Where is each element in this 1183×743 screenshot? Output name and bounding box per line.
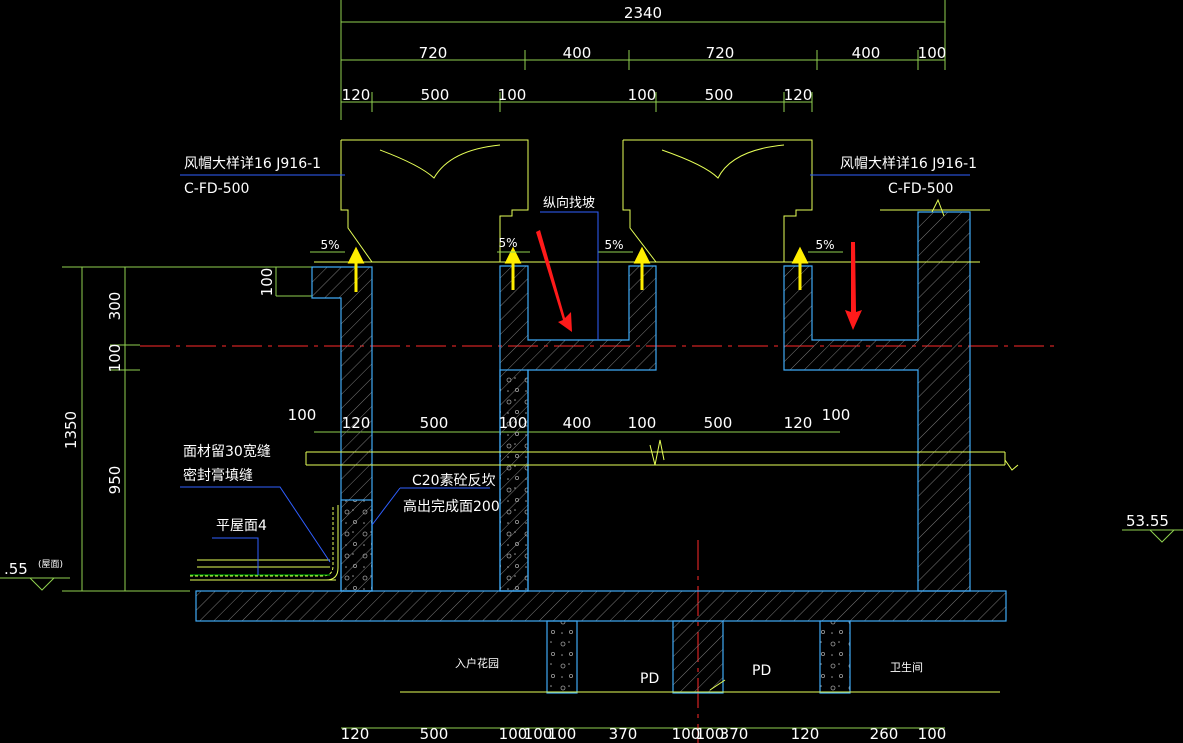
slope-3: 5% — [604, 238, 623, 252]
dim-top2-d: 100 — [628, 86, 657, 104]
hood-left-line1: 风帽大样详16 J916-1 — [184, 156, 321, 172]
gap-note-line1: 面材留30宽缝 — [183, 443, 271, 460]
roof-note: 平屋面4 — [216, 518, 267, 534]
annotation-text: 风帽大样详16 J916-1 C-FD-500 风帽大样详16 J916-1 C… — [4, 156, 1169, 687]
dim-bot-j: 120 — [791, 725, 820, 743]
flow-arrows — [536, 230, 862, 332]
slope-2: 5% — [498, 236, 517, 250]
dim-bot-f: 370 — [609, 725, 638, 743]
dim-bot-b: 500 — [420, 725, 449, 743]
hood-right-line1: 风帽大样详16 J916-1 — [840, 156, 977, 172]
dim-mid-c: 500 — [420, 414, 449, 432]
dim-top1-b: 400 — [563, 44, 592, 62]
c20-line1: C20素砼反坎 — [412, 473, 496, 489]
dim-left-950: 950 — [106, 466, 124, 495]
dim-bot-l: 100 — [918, 725, 947, 743]
dim-bot-d: 100 — [524, 725, 553, 743]
dim-mid-a: 100 — [288, 406, 317, 424]
dimension-lines — [62, 0, 946, 729]
dim-mid-e: 400 — [563, 414, 592, 432]
dim-mid-b: 120 — [342, 414, 371, 432]
dim-mid-d: 100 — [499, 414, 528, 432]
dim-mid-h: 120 — [784, 414, 813, 432]
elevation-markers — [0, 529, 1183, 591]
elev-right: 53.55 — [1126, 512, 1169, 530]
dim-bot-c: 100 — [499, 725, 528, 743]
dim-top2-c: 100 — [498, 86, 527, 104]
room-pd1: PD — [640, 671, 659, 687]
dim-mid-g: 500 — [704, 414, 733, 432]
rise-arrows — [347, 246, 809, 292]
c20-line2: 高出完成面200 — [403, 498, 500, 515]
dim-bot-i: 370 — [720, 725, 749, 743]
room-garden: 入户花园 — [455, 656, 499, 670]
dim-bot-k: 260 — [870, 725, 899, 743]
slope-text: 5% 5% 5% 5% — [320, 236, 834, 252]
dimension-text: 2340 720 400 720 400 100 120 500 100 100… — [62, 4, 946, 743]
dim-left-small: 100 — [258, 268, 276, 297]
gap-note-line2: 密封膏填缝 — [183, 467, 253, 484]
slope-4: 5% — [815, 238, 834, 252]
dim-top2-a: 120 — [342, 86, 371, 104]
dim-bot-g: 100 — [672, 725, 701, 743]
room-wc: 卫生间 — [890, 660, 923, 674]
dim-bot-a: 120 — [341, 725, 370, 743]
dim-left-100: 100 — [106, 344, 124, 373]
slope-1: 5% — [320, 238, 339, 252]
hood-right-line2: C-FD-500 — [888, 181, 953, 197]
slope-note: 纵向找坡 — [543, 195, 595, 211]
hood-left-line2: C-FD-500 — [184, 181, 249, 197]
leader-lines — [180, 174, 970, 575]
elev-left-tag: (屋面) — [38, 559, 63, 570]
dim-left-300: 300 — [106, 292, 124, 321]
dim-top1-c: 720 — [706, 44, 735, 62]
dim-left-total: 1350 — [62, 411, 80, 449]
dim-top1-e: 100 — [918, 44, 947, 62]
dim-bot-e: 100 — [548, 725, 577, 743]
dim-overall: 2340 — [624, 4, 662, 22]
dim-top2-f: 120 — [784, 86, 813, 104]
structure — [195, 211, 1007, 694]
dim-bot-h: 100 — [696, 725, 725, 743]
elev-left: .55 — [4, 560, 28, 578]
dim-top1-a: 720 — [419, 44, 448, 62]
dim-top2-b: 500 — [421, 86, 450, 104]
dim-top2-e: 500 — [705, 86, 734, 104]
dim-top1-d: 400 — [852, 44, 881, 62]
dim-mid-i: 100 — [822, 406, 851, 424]
dim-mid-f: 100 — [628, 414, 657, 432]
room-pd2: PD — [752, 663, 771, 679]
